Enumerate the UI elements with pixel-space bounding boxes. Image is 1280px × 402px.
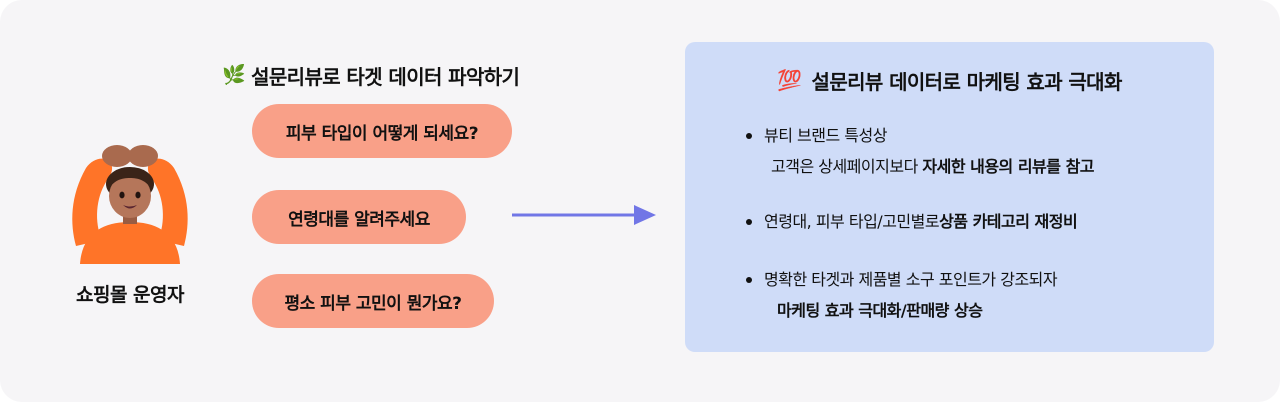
result-title-text: 설문리뷰 데이터로 마케팅 효과 극대화 <box>811 69 1123 94</box>
survey-section-title: 🌿 설문리뷰로 타겟 데이터 파악하기 <box>222 58 582 92</box>
arrow-right-icon <box>512 205 656 225</box>
bullet-icon <box>746 218 752 225</box>
point-emphasis: 자세한 내용의 리뷰를 참고 <box>922 157 1095 176</box>
bullet-icon <box>746 132 752 139</box>
point-emphasis: 상품 카테고리 재정비 <box>939 212 1078 231</box>
list-item: 명확한 타겟과 제품별 소구 포인트가 강조되자 마케팅 효과 극대화/판매량 … <box>739 264 1199 326</box>
list-item: 뷰티 브랜드 특성상 고객은 상세페이지보다 자세한 내용의 리뷰를 참고 <box>739 120 1199 182</box>
survey-question-bubble: 평소 피부 고민이 뭔가요? <box>252 274 494 328</box>
result-section-title: 💯 설문리뷰 데이터로 마케팅 효과 극대화 <box>685 64 1214 96</box>
persona-label: 쇼핑몰 운영자 <box>76 284 185 306</box>
herb-icon: 🌿 <box>222 63 246 86</box>
bullet-icon <box>746 276 752 283</box>
result-panel: 💯 설문리뷰 데이터로 마케팅 효과 극대화 뷰티 브랜드 특성상 고객은 상세… <box>685 42 1214 352</box>
point-text: 뷰티 브랜드 특성상 <box>764 126 887 145</box>
survey-title-text: 설문리뷰로 타겟 데이터 파악하기 <box>251 64 520 89</box>
point-text: 명확한 타겟과 제품별 소구 포인트가 강조되자 <box>764 270 1058 289</box>
point-emphasis: 마케팅 효과 극대화/판매량 상승 <box>777 301 983 320</box>
hundred-points-icon: 💯 <box>777 68 802 92</box>
point-text: 연령대, 피부 타입/고민별로 <box>764 212 940 231</box>
list-item: 연령대, 피부 타입/고민별로 상품 카테고리 재정비 <box>739 206 1199 237</box>
person-gesturing-ok-icon <box>72 145 188 264</box>
survey-question-bubble: 피부 타입이 어떻게 되세요? <box>252 104 512 158</box>
point-text: 고객은 상세페이지보다 <box>771 157 923 176</box>
survey-question-bubble: 연령대를 알려주세요 <box>252 190 466 244</box>
